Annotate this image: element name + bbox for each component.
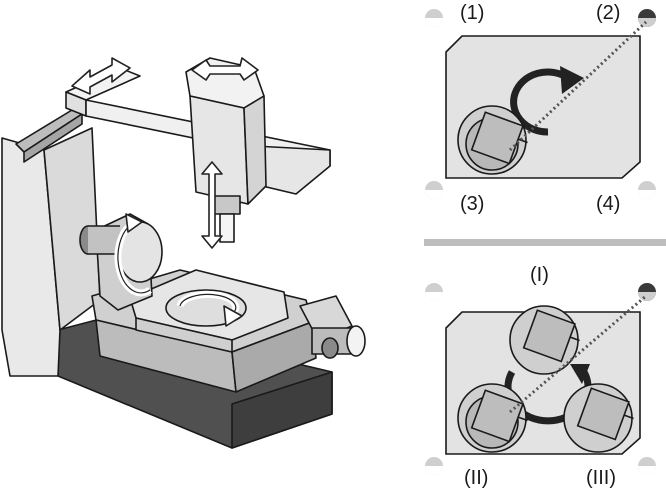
- spherical-probe-icon: [425, 283, 443, 301]
- linear-arrow-icon: [201, 161, 223, 249]
- linear-arrow-icon: [191, 57, 259, 81]
- position-label-1: (1): [460, 2, 485, 24]
- linear-arrow-icon: [71, 57, 131, 95]
- machine-tool-illustration: [1, 57, 366, 449]
- position-label-3: (3): [460, 193, 485, 215]
- panel-bottom: [425, 283, 656, 475]
- spherical-probe-icon: [425, 457, 443, 475]
- panel-top: [425, 9, 656, 199]
- position-label-ii: (II): [464, 467, 489, 489]
- position-label-4: (4): [596, 193, 621, 215]
- position-label-iii: (III): [586, 467, 616, 489]
- position-label-i: (I): [530, 264, 549, 286]
- spherical-probe-icon: [638, 283, 656, 301]
- position-label-2: (2): [596, 2, 621, 24]
- spherical-probe-icon: [425, 181, 443, 199]
- spherical-probe-icon: [425, 9, 443, 27]
- spherical-probe-icon: [638, 9, 656, 27]
- rotation-arrow-icon: [510, 68, 570, 136]
- spherical-probe-icon: [638, 457, 656, 475]
- spherical-probe-icon: [638, 181, 656, 199]
- measurement-line-icon: [508, 20, 648, 152]
- panel-separator: [424, 239, 666, 246]
